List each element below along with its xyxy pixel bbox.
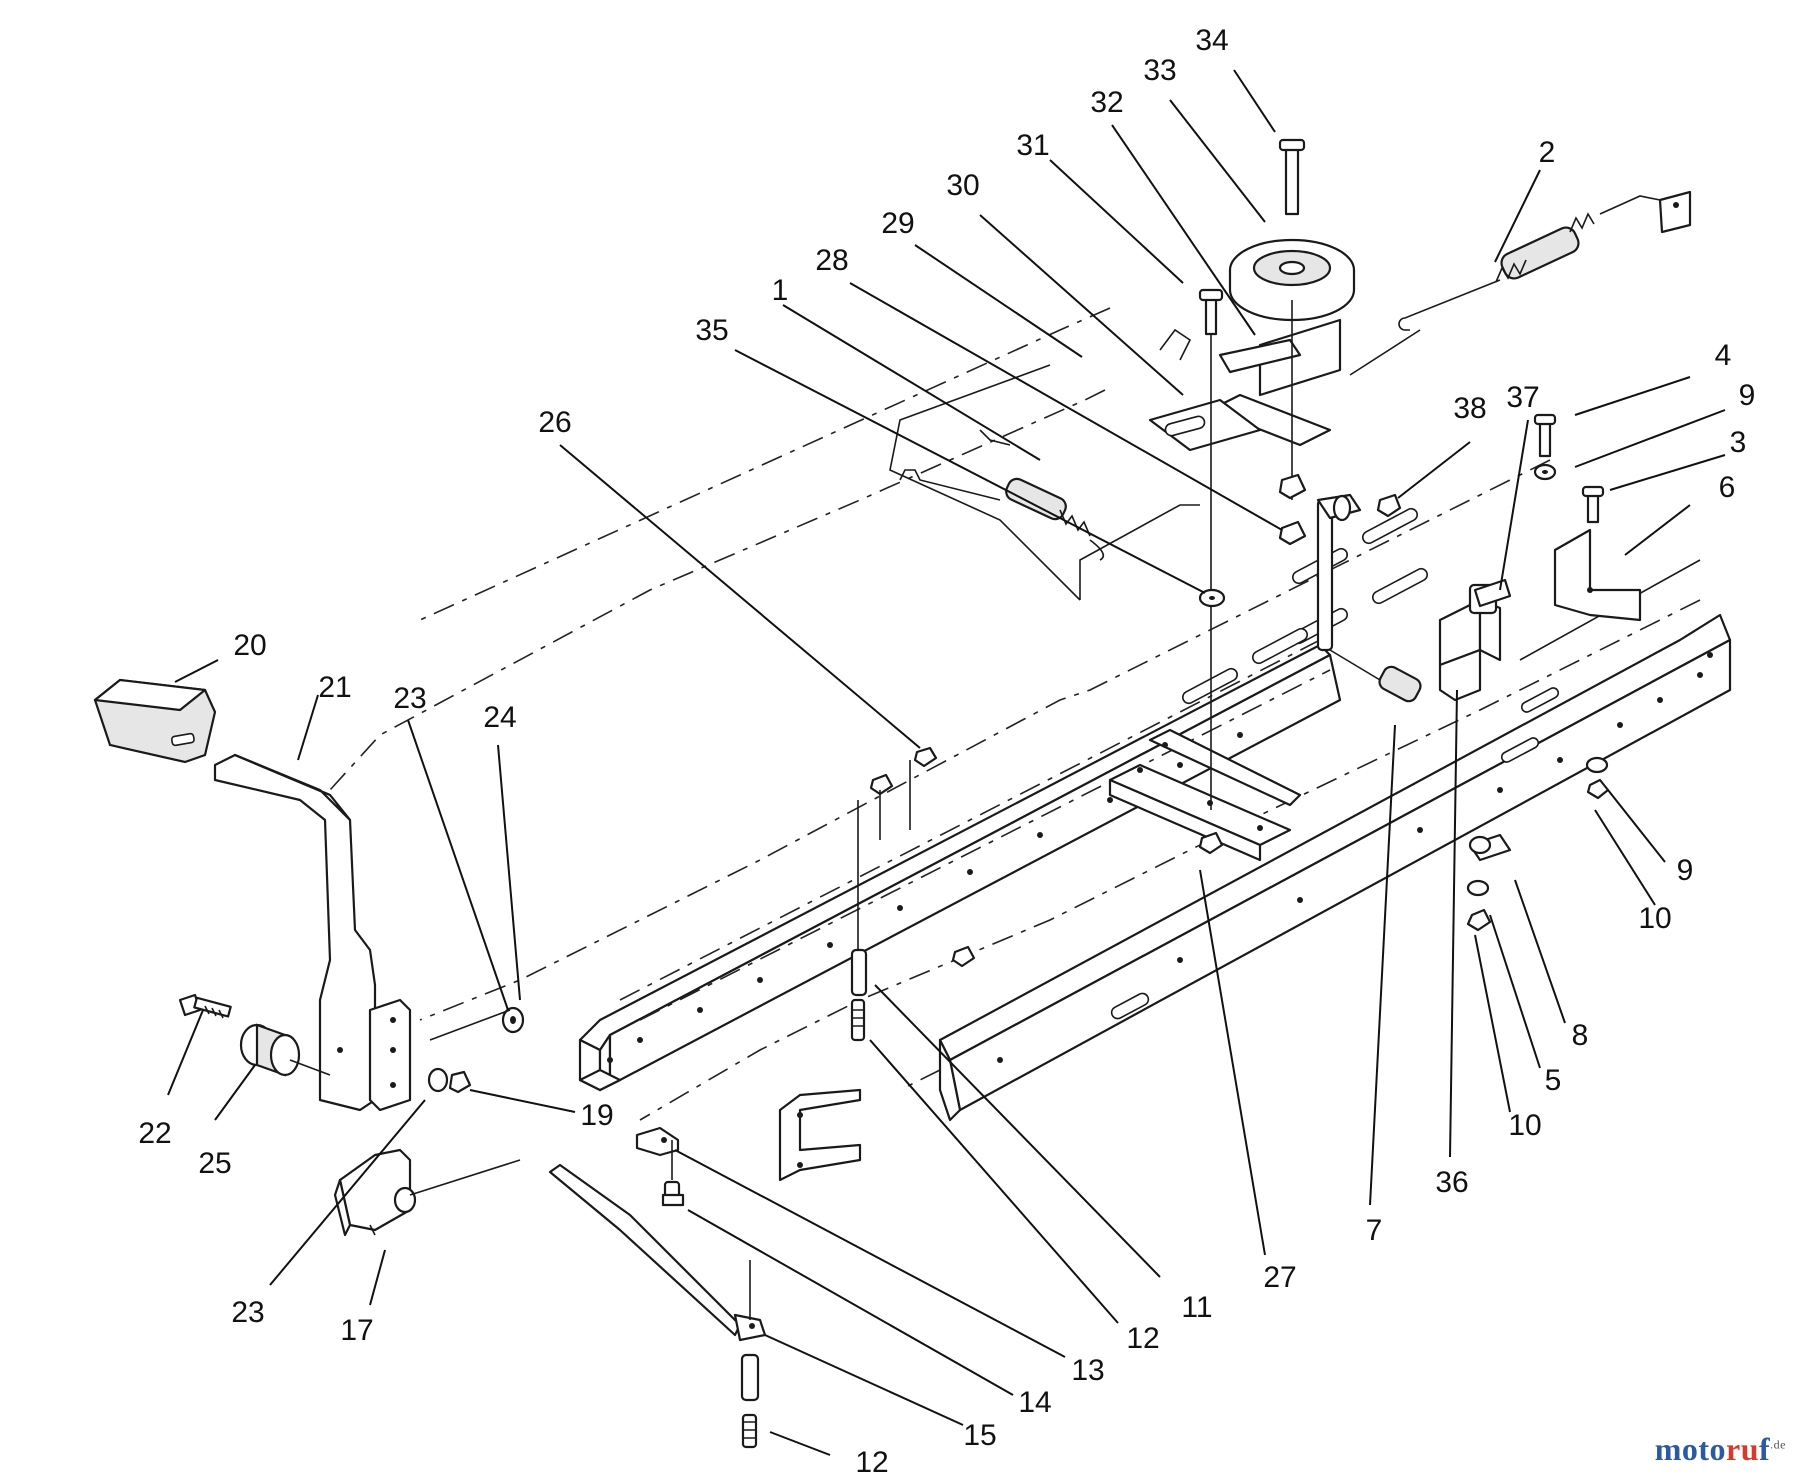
callout-6: 6 (1719, 471, 1736, 504)
idler-bracket (1208, 318, 1342, 447)
callout-5: 5 (1545, 1064, 1562, 1097)
brake-rod (1316, 493, 1422, 703)
idler-pulley (1228, 238, 1356, 322)
pedal-hardware (427, 1006, 525, 1094)
watermark-logo: motoruf.de (1655, 1431, 1786, 1468)
clevis-13 (635, 1126, 680, 1157)
pedal-bracket (368, 998, 412, 1112)
cross-member (1108, 728, 1302, 862)
callout-37: 37 (1506, 381, 1539, 414)
callout-26: 26 (538, 406, 571, 439)
callout-19: 19 (580, 1099, 613, 1132)
watermark-suffix: .de (1770, 1437, 1786, 1452)
spring-rod-1 (899, 429, 1105, 561)
watermark-part1: moto (1654, 1431, 1727, 1467)
pedal-bolt-22 (178, 993, 232, 1019)
callout-11: 11 (1181, 1291, 1212, 1324)
callout-25: 25 (198, 1147, 231, 1180)
idler-arm (1148, 328, 1262, 452)
callout-2: 2 (1539, 136, 1556, 169)
callout-9b: 9 (1677, 854, 1694, 887)
callout-17: 17 (340, 1314, 373, 1347)
spring-rod-2 (1398, 190, 1692, 331)
callout-10a: 10 (1638, 902, 1671, 935)
callout-29: 29 (881, 207, 914, 240)
callout-labels: 34 33 32 31 30 29 28 1 35 26 2 4 9 3 6 3… (138, 24, 1755, 1479)
callout-23a: 23 (393, 682, 426, 715)
callout-8: 8 (1572, 1019, 1589, 1052)
pulley-bolt (1278, 138, 1306, 216)
brake-linkage-rod (548, 1163, 767, 1342)
frame-rail-right (938, 613, 1732, 1122)
brake-pedal-arm (213, 753, 377, 1112)
callout-3: 3 (1730, 426, 1747, 459)
callout-35: 35 (695, 314, 728, 347)
lower-bracket (778, 1088, 862, 1182)
pedal-pad (93, 678, 217, 764)
callout-9a: 9 (1739, 379, 1756, 412)
callout-34: 34 (1195, 24, 1228, 57)
callout-13: 13 (1071, 1354, 1104, 1387)
bracket-8 (1468, 833, 1512, 862)
callout-15: 15 (963, 1419, 996, 1452)
callout-24: 24 (483, 701, 516, 734)
hardware (850, 413, 1610, 1042)
callout-4: 4 (1715, 339, 1732, 372)
callout-28: 28 (815, 244, 848, 277)
callout-22: 22 (138, 1117, 171, 1150)
bolt-14 (661, 1180, 685, 1207)
frame-rail-left (578, 639, 1342, 1092)
callout-30: 30 (946, 169, 979, 202)
spacer-25 (239, 1023, 301, 1077)
callout-12a: 12 (1126, 1322, 1159, 1355)
watermark-part2: ru (1726, 1431, 1760, 1467)
callout-23b: 23 (231, 1296, 264, 1329)
idler-bolt (1198, 288, 1224, 810)
callout-10b: 10 (1508, 1109, 1541, 1142)
callout-36: 36 (1435, 1166, 1468, 1199)
callout-20: 20 (233, 629, 266, 662)
callout-14: 14 (1018, 1386, 1051, 1419)
watermark-part3: f (1759, 1431, 1771, 1467)
callout-1: 1 (772, 274, 789, 307)
callout-33: 33 (1143, 54, 1176, 87)
callout-27: 27 (1263, 1261, 1296, 1294)
callout-31: 31 (1016, 129, 1049, 162)
callout-38: 38 (1453, 392, 1486, 425)
callout-32: 32 (1090, 86, 1123, 119)
frame-outline-dashed (329, 307, 1701, 1121)
leader-lines (167, 69, 1726, 1456)
callout-21: 21 (318, 671, 351, 704)
callout-12b: 12 (855, 1446, 888, 1479)
bracket-6 (1553, 528, 1642, 622)
bolt-12-lower (741, 1413, 758, 1449)
spacer-lower (740, 1353, 760, 1402)
callout-7: 7 (1366, 1214, 1383, 1247)
